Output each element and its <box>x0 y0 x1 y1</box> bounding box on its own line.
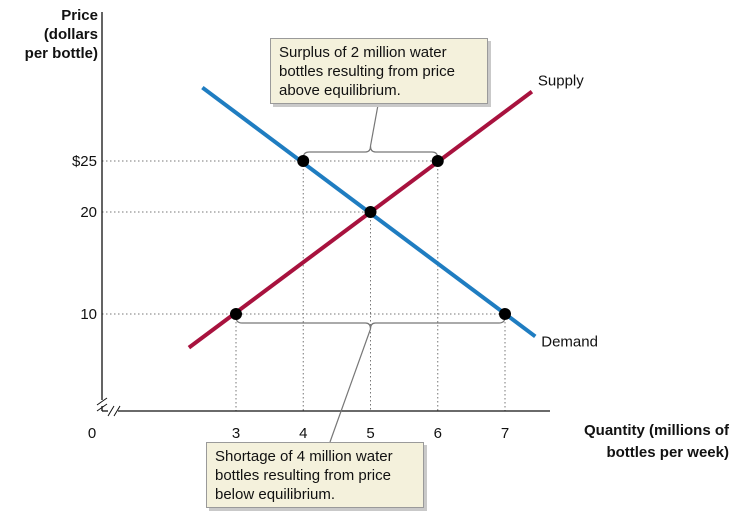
x-tick-label-3: 3 <box>232 425 240 442</box>
dotted-guides <box>102 160 506 411</box>
supply-label: Supply <box>538 73 584 90</box>
axes <box>96 12 550 417</box>
points <box>230 155 511 320</box>
point-6-25 <box>431 155 444 167</box>
point-5-20 <box>364 206 377 218</box>
shortage-bracket <box>235 316 506 330</box>
x-tick-label-0: 0 <box>88 425 96 442</box>
x-axis-title: Quantity (millions of bottles per week) <box>529 420 729 464</box>
surplus-bracket <box>302 145 439 159</box>
x-tick-label-5: 5 <box>366 425 374 442</box>
shortage-line-2: bottles resulting from price <box>215 467 391 484</box>
surplus-callout: Surplus of 2 million water bottles resul… <box>270 38 488 104</box>
tick-labels: 10 20 $25 0 3 4 5 6 7 <box>72 153 509 442</box>
y-tick-label-20: 20 <box>80 204 97 221</box>
series <box>187 85 537 350</box>
shortage-pointer <box>329 328 372 443</box>
brackets <box>235 104 506 443</box>
surplus-line-3: above equilibrium. <box>279 82 401 99</box>
surplus-line-1: Surplus of 2 million water <box>279 44 447 61</box>
y-axis-title-line-3: per bottle) <box>24 45 98 62</box>
point-3-10 <box>230 308 242 320</box>
x-axis-title-line-2: bottles per week) <box>606 444 729 461</box>
x-tick-label-4: 4 <box>299 425 307 442</box>
shortage-callout: Shortage of 4 million water bottles resu… <box>206 442 424 508</box>
shortage-line-1: Shortage of 4 million water <box>215 448 393 465</box>
shortage-line-3: below equilibrium. <box>215 486 336 503</box>
y-axis-title-line-2: (dollars <box>43 26 98 43</box>
y-axis-break <box>96 397 108 412</box>
x-axis-title-line-1: Quantity (millions of <box>584 422 729 439</box>
demand-label: Demand <box>541 333 598 350</box>
y-tick-label-25: $25 <box>72 153 97 170</box>
y-axis-title-line-1: Price <box>61 7 98 24</box>
supply-curve <box>187 90 534 350</box>
x-axis-break <box>107 405 121 417</box>
y-axis-title: Price (dollars per bottle) <box>6 6 98 63</box>
surplus-line-2: bottles resulting from price <box>279 63 455 80</box>
y-tick-label-10: 10 <box>80 306 97 323</box>
point-7-10 <box>499 308 511 320</box>
point-4-25 <box>297 155 310 167</box>
x-tick-label-7: 7 <box>501 425 509 442</box>
x-tick-label-6: 6 <box>434 425 442 442</box>
surplus-pointer <box>369 104 379 147</box>
